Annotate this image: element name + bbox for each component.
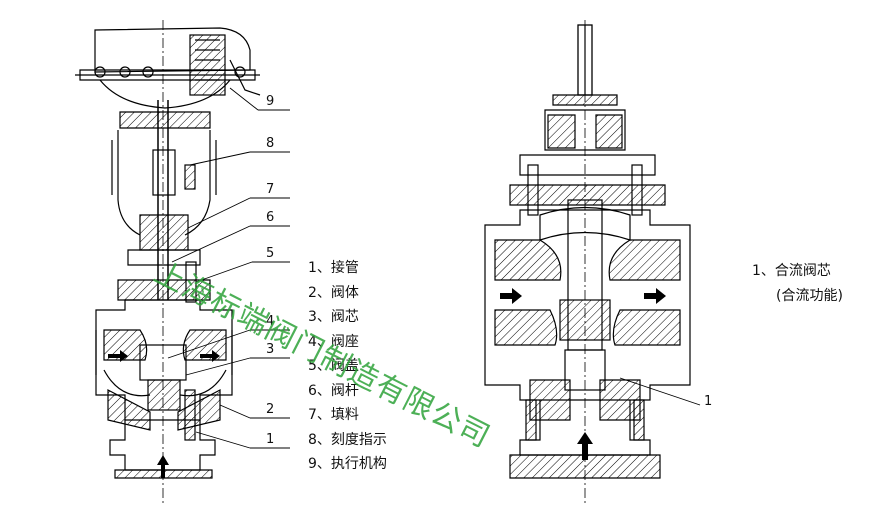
callout-9: 9 <box>266 94 275 109</box>
actuator-housing <box>75 27 261 109</box>
actuator-yoke <box>111 100 217 300</box>
left-leader-lines <box>167 87 290 449</box>
right-bonnet <box>509 94 666 216</box>
parts-legend: 1、接管 2、阀体 3、阀芯 4、阀座 5、阀盖 6、阀杆 7、填料 8、刻度指… <box>308 256 448 477</box>
bottom-connection <box>109 389 216 479</box>
callout-7: 7 <box>266 182 275 197</box>
callout-1: 1 <box>266 432 275 447</box>
legend-item: 9、执行机构 <box>308 456 387 472</box>
callout-2: 2 <box>266 402 275 417</box>
legend-item: 3、阀芯 <box>308 309 359 325</box>
legend-item: 6、阀杆 <box>308 382 359 399</box>
right-bottom-connection <box>509 399 661 479</box>
callout-5: 5 <box>266 246 275 261</box>
callout-6: 6 <box>266 210 275 225</box>
right-valve-body <box>484 199 691 421</box>
legend-item: 8、刻度指示 <box>308 431 387 448</box>
callout-3: 3 <box>266 342 275 357</box>
legend-item: 4、阀座 <box>308 333 359 350</box>
bonnet <box>117 214 211 303</box>
right-callout-1: 1 <box>704 394 713 409</box>
left-flow-arrows <box>108 350 220 478</box>
left-valve-assembly <box>75 20 290 505</box>
callout-4: 4 <box>266 314 275 329</box>
right-valve-assembly <box>484 20 701 505</box>
right-caption-subtitle: (合流功能) <box>776 288 843 304</box>
right-flow-arrows <box>500 288 666 460</box>
legend-item: 2、阀体 <box>308 284 359 301</box>
right-caption-title: 1、合流阀芯 <box>752 263 831 279</box>
legend-item: 5、阀盖 <box>308 358 359 374</box>
callout-8: 8 <box>266 136 275 151</box>
legend-item: 1、接管 <box>308 260 359 276</box>
legend-item: 7、填料 <box>308 407 359 423</box>
